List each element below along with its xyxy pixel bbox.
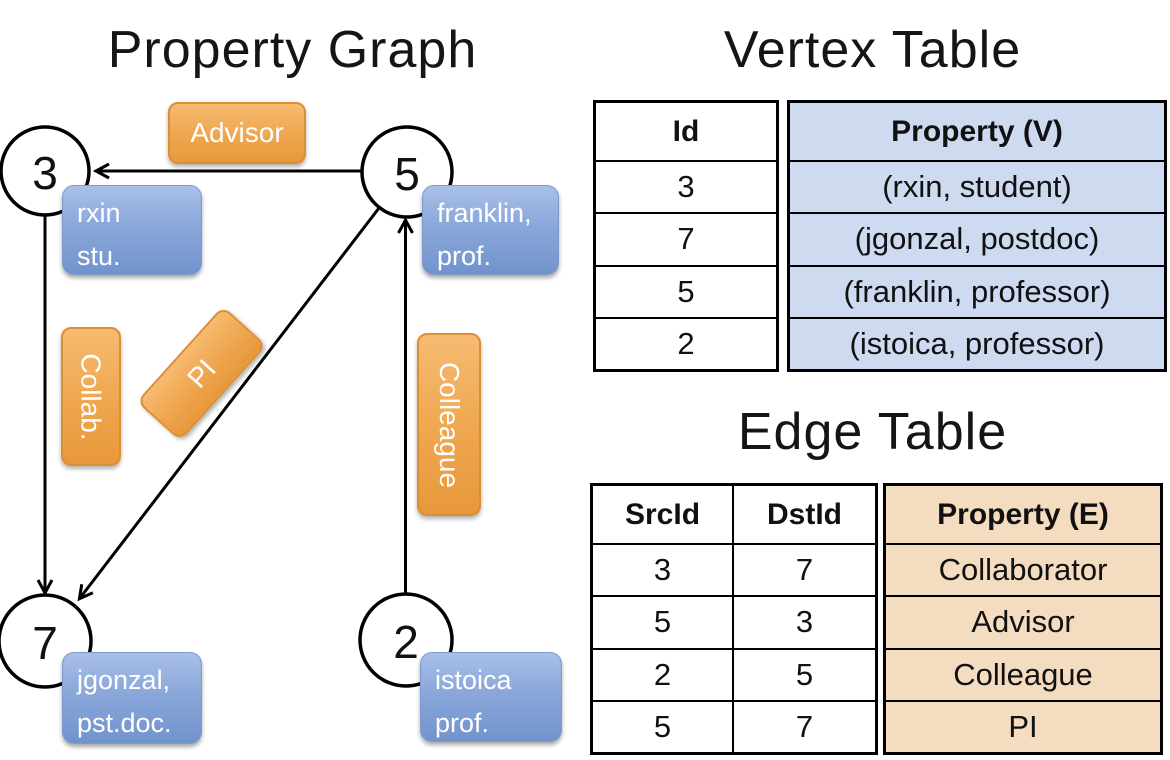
edge-label-colleague: Colleague: [417, 333, 481, 516]
edge-table-srcid-cell: 5: [593, 595, 734, 648]
edge-table-dstid-cell: 5: [734, 647, 875, 700]
node-property-line: rxin: [77, 198, 121, 228]
vertex-table-property-cell: (rxin, student): [790, 160, 1164, 212]
vertex-table-title: Vertex Table: [723, 21, 1022, 79]
vertex-table-id-header: Id: [672, 114, 700, 148]
node-property-line: stu.: [77, 240, 121, 271]
node-property-box-3: rxin stu.: [62, 185, 202, 275]
vertex-table-id-cell: 3: [596, 160, 776, 212]
edge-label-collab: Collab.: [61, 327, 121, 466]
vertex-table-property-cell: (jgonzal, postdoc): [790, 212, 1164, 264]
node-id-5: 5: [394, 148, 420, 200]
vertex-table-property-cell: (franklin, professor): [790, 264, 1164, 317]
node-property-box-7: jgonzal, pst.doc.: [62, 652, 202, 744]
edge-label-advisor: Advisor: [168, 102, 306, 164]
edge-table-property-header: Property (E): [937, 497, 1109, 531]
edge-table-property-column: Property (E) Collaborator Advisor Collea…: [883, 483, 1163, 755]
node-property-line: jgonzal,: [77, 665, 171, 695]
node-property-box-2: istoica prof.: [420, 652, 562, 742]
node-property-box-5: franklin, prof.: [422, 185, 559, 275]
vertex-table-id-cell: 7: [596, 212, 776, 264]
edge-table-srcid-cell: 3: [593, 543, 734, 596]
edge-table-property-cell: Colleague: [886, 647, 1160, 700]
node-id-3: 3: [32, 147, 58, 199]
edge-table-dstid-cell: 7: [734, 543, 875, 595]
node-property-line: prof.: [437, 240, 492, 271]
vertex-table-property-column: Property (V) (rxin, student) (jgonzal, p…: [787, 100, 1167, 372]
edge-table-property-cell: PI: [886, 699, 1160, 752]
edge-table-srcid-header: SrcId: [593, 486, 734, 543]
edge-table-dstid-cell: 7: [734, 699, 875, 752]
node-property-line: pst.doc.: [77, 707, 172, 738]
edge-table-srcid-cell: 5: [593, 699, 734, 752]
edge-label-colleague-text: Colleague: [434, 361, 466, 488]
vertex-table-property-cell: (istoica, professor): [790, 316, 1164, 369]
edge-table-dstid-header: DstId: [767, 497, 842, 531]
edge-label-advisor-text: Advisor: [190, 117, 284, 148]
node-property-line: prof.: [435, 707, 490, 738]
node-property-line: franklin,: [437, 198, 532, 228]
edge-table-id-columns: SrcId DstId 3 7 5 3 2 5 5 7: [590, 483, 878, 755]
edge-table-dstid-cell: 3: [734, 595, 875, 647]
edge-label-collab-text: Collab.: [76, 352, 108, 441]
node-id-2: 2: [393, 616, 419, 668]
edge-table-title: Edge Table: [737, 403, 1008, 461]
vertex-table-id-column: Id 3 7 5 2: [593, 100, 779, 372]
edge-table-property-cell: Advisor: [886, 595, 1160, 647]
vertex-table-property-header: Property (V): [891, 114, 1063, 148]
vertex-table-id-cell: 5: [596, 264, 776, 317]
node-property-line: istoica: [435, 665, 512, 695]
edge-label-pi-text: PI: [180, 352, 222, 394]
property-graph-title: Property Graph: [107, 21, 478, 79]
vertex-table-id-cell: 2: [596, 316, 776, 369]
edge-line-pi-5-7: [77, 207, 381, 602]
node-id-7: 7: [32, 617, 58, 669]
edge-table-property-cell: Collaborator: [886, 543, 1160, 595]
edge-table-srcid-cell: 2: [593, 647, 734, 700]
